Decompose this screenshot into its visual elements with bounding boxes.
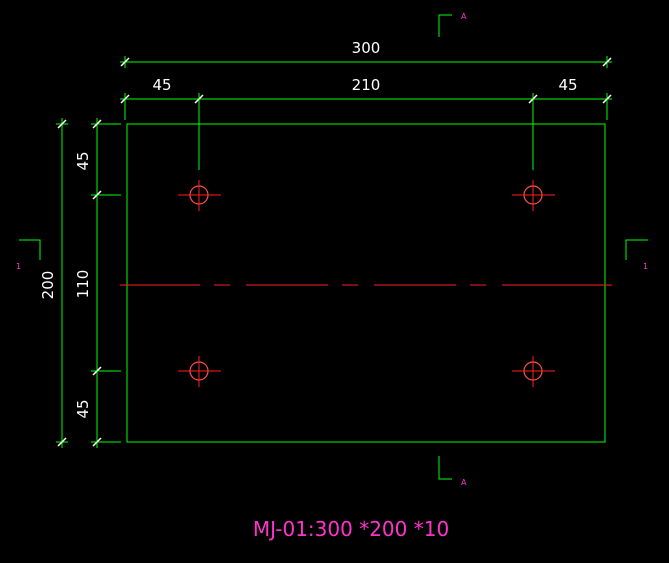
section-label-right: 1 xyxy=(643,262,648,271)
dimension-chain-height xyxy=(91,118,121,448)
dimension-overall-width xyxy=(120,56,612,68)
dim-text-left-edge: 45 xyxy=(152,76,171,94)
dim-text-top-edge: 45 xyxy=(74,151,92,170)
section-marker-bottom: A xyxy=(438,456,467,487)
section-label-top: A xyxy=(461,12,467,21)
section-marker-left: 1 xyxy=(16,239,41,271)
bolt-hole-top-right[interactable] xyxy=(512,180,555,211)
drawing-title: MJ-01:300 *200 *10 xyxy=(253,517,449,541)
dim-text-hole-spacing-h: 210 xyxy=(352,76,381,94)
dim-text-overall-height: 200 xyxy=(39,271,57,300)
dimension-chain-width xyxy=(120,93,612,170)
bolt-hole-bottom-right[interactable] xyxy=(512,356,555,387)
section-label-bottom: A xyxy=(461,478,467,487)
section-marker-top: A xyxy=(438,12,467,37)
bolt-hole-top-left[interactable] xyxy=(178,180,221,211)
bolt-hole-bottom-left[interactable] xyxy=(178,356,221,387)
dim-text-bottom-edge: 45 xyxy=(74,399,92,418)
section-marker-right: 1 xyxy=(625,239,648,271)
plate-outline[interactable] xyxy=(126,123,606,443)
dim-text-right-edge: 45 xyxy=(558,76,577,94)
dimension-overall-height xyxy=(56,118,68,448)
dim-text-overall-width: 300 xyxy=(352,39,381,57)
section-label-left: 1 xyxy=(16,262,21,271)
dim-text-hole-spacing-v: 110 xyxy=(74,270,92,299)
